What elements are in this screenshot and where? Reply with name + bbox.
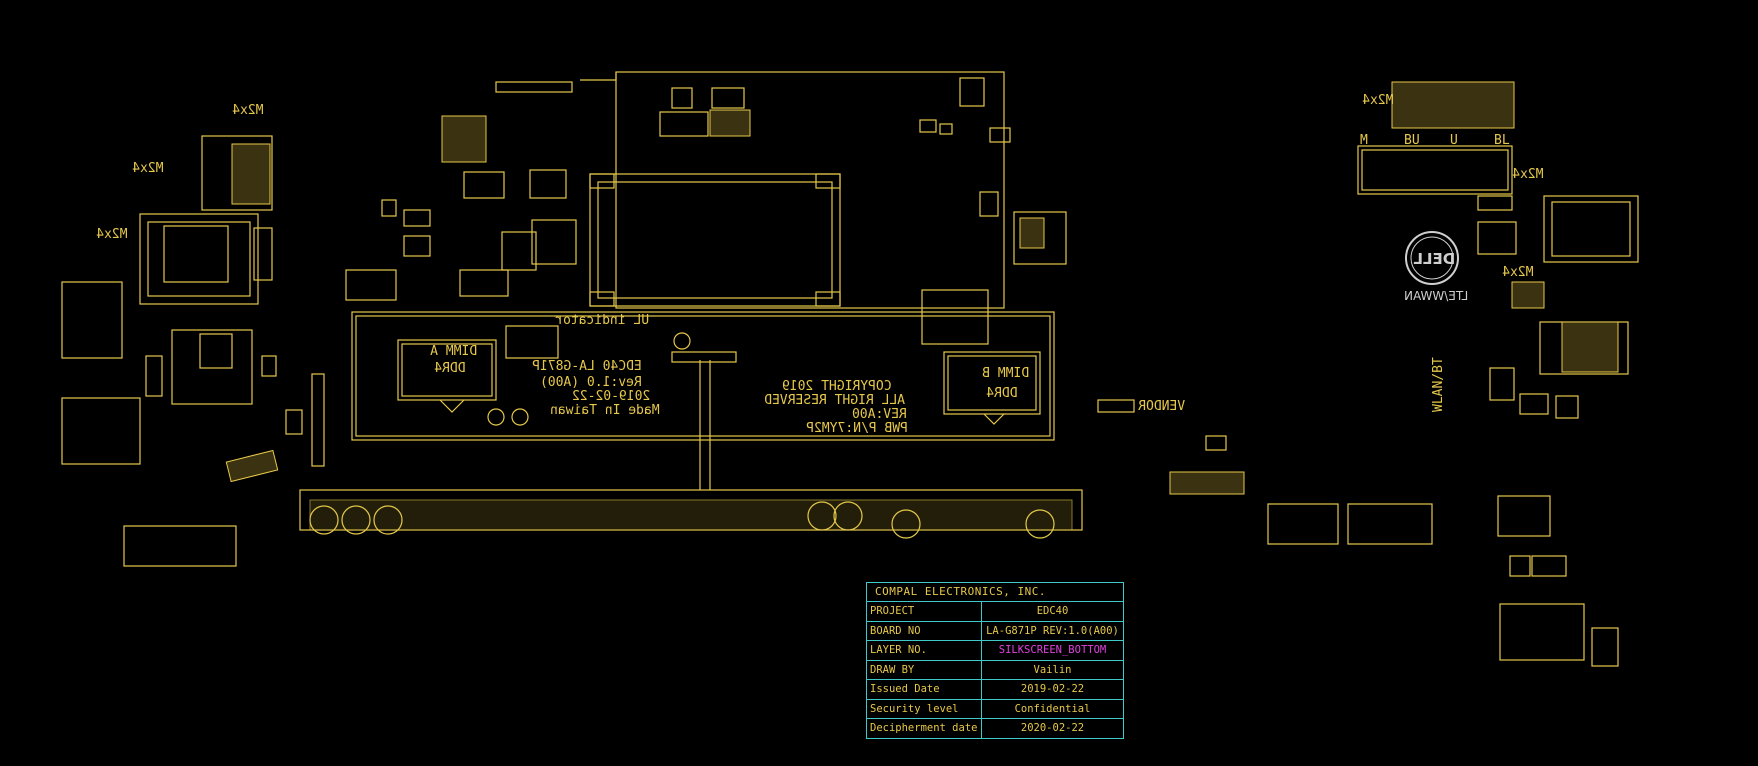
main-board-outline — [299, 71, 1083, 539]
m2x4-label: M2x4 — [1362, 93, 1393, 108]
dimm-a-label: DIMM A — [430, 344, 477, 359]
lte-wwan-label: LTE/WWAN — [1404, 289, 1468, 303]
title-row-draw-by: DRAW BY Vailin — [867, 660, 1123, 680]
title-key: LAYER NO. — [867, 641, 982, 660]
dell-logo: DELL LTE/WWAN — [1404, 231, 1468, 303]
dimm-b-type: DDR4 — [986, 386, 1017, 401]
cpu-heatsink-area — [589, 173, 841, 307]
antenna-label-bl: BL — [1494, 133, 1510, 148]
silk-project-line: EDC40 LA-G871P — [532, 359, 642, 374]
title-value: 2019-02-22 — [1020, 683, 1085, 695]
vendor-label: VENDOR — [1097, 399, 1185, 414]
dimm-a-area: DIMM A DDR4 — [397, 339, 497, 413]
title-row-project: PROJECT EDC40 — [867, 602, 1123, 622]
silk-pwb-line: PWB P/N:7YM2P — [806, 421, 908, 436]
m2x4-label: M2x4 — [96, 227, 127, 242]
right-silk-text: COPYRIGHT 2019 ALL RIGHT RESERVED REV:A0… — [764, 379, 908, 436]
title-value: EDC40 — [1036, 605, 1069, 617]
m2x4-label: M2x4 — [1502, 265, 1533, 280]
title-key: Security level — [867, 699, 982, 718]
m2x4-labels-left: M2x4 M2x4 M2x4 — [96, 103, 263, 242]
title-key: DRAW BY — [867, 660, 982, 679]
dimm-a-type: DDR4 — [434, 361, 465, 376]
title-value: LA-G871P REV:1.0(A00) — [986, 624, 1119, 637]
silk-date-line: 2019-02-22 — [572, 389, 650, 404]
antenna-label-m: M — [1360, 133, 1368, 148]
wlan-bt-label: WLAN/BT — [1431, 357, 1446, 412]
title-block-company: COMPAL ELECTRONICS, INC. — [867, 583, 1123, 602]
title-value: 2020-02-22 — [1020, 722, 1085, 734]
svg-text:UL indicator: UL indicator — [555, 313, 649, 328]
silk-rights-line: ALL RIGHT RESERVED — [764, 393, 905, 408]
left-components — [61, 135, 325, 567]
title-block: COMPAL ELECTRONICS, INC. PROJECT EDC40 B… — [866, 582, 1124, 739]
title-key: PROJECT — [867, 602, 982, 621]
title-row-layer-no: LAYER NO. SILKSCREEN_BOTTOM — [867, 641, 1123, 661]
silk-rev-line-2: REV:A00 — [852, 407, 907, 422]
m2x4-label: M2x4 — [232, 103, 263, 118]
silk-origin-line: Made In Taiwan — [550, 403, 660, 418]
silk-copyright-line: COPYRIGHT 2019 — [782, 379, 892, 394]
title-value: Confidential — [1014, 702, 1091, 715]
title-row-board-no: BOARD NO LA-G871P REV:1.0(A00) — [867, 621, 1123, 641]
antenna-label-bu: BU — [1404, 133, 1420, 148]
dimm-b-area: DIMM B DDR4 — [943, 351, 1041, 425]
svg-text:VENDOR: VENDOR — [1138, 399, 1185, 414]
dimm-b-label: DIMM B — [982, 366, 1029, 381]
top-components — [345, 77, 1067, 345]
silk-rev-line: Rev:1.0 (A00) — [540, 375, 642, 390]
title-row-issued-date: Issued Date 2019-02-22 — [867, 680, 1123, 700]
ul-indicator: UL indicator — [505, 313, 649, 359]
antenna-label-u: U — [1450, 133, 1458, 148]
title-row-security-level: Security level Confidential — [867, 699, 1123, 719]
title-value: SILKSCREEN_BOTTOM — [998, 644, 1107, 656]
title-key: BOARD NO — [867, 621, 982, 640]
title-key: Issued Date — [867, 680, 982, 699]
title-key: Decipherment date — [867, 719, 982, 738]
m2x4-label: M2x4 — [1512, 167, 1543, 182]
m2x4-label: M2x4 — [132, 161, 163, 176]
title-value: Vailin — [1033, 663, 1072, 676]
title-row-decipherment-date: Decipherment date 2020-02-22 — [867, 719, 1123, 738]
right-board: M BU U BL M2x4 M2x4 M2x4 WLAN/BT — [1169, 81, 1639, 667]
left-silk-text: EDC40 LA-G871P Rev:1.0 (A00) 2019-02-22 … — [487, 332, 691, 426]
dell-logo-text: DELL — [1413, 250, 1455, 268]
